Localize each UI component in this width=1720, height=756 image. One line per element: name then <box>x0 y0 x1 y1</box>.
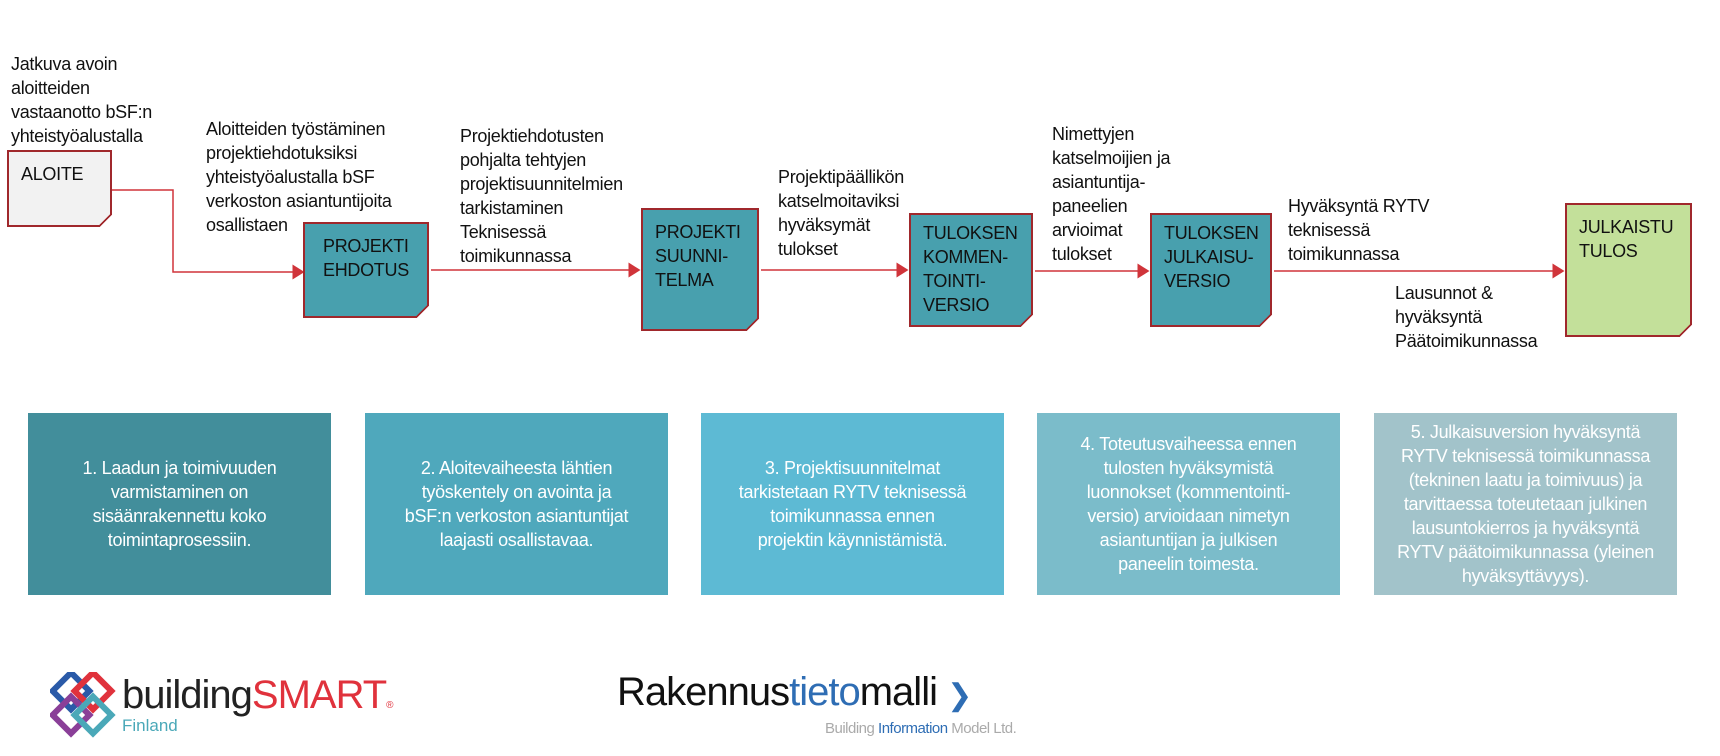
arrow-aloite-to-ehdotus <box>112 189 305 280</box>
label-board-approval: Lausunnot & hyväksyntä Päätoimikunnassa <box>1395 283 1538 351</box>
label-intake: Jatkuva avoin aloitteiden vastaanotto bS… <box>11 54 152 146</box>
logo-sub-model: Model Ltd. <box>947 720 1017 737</box>
step-label: JULKAISTU TULOS <box>1579 217 1674 261</box>
fold-edge <box>1019 313 1033 327</box>
fold-edge <box>98 213 112 227</box>
step-label: PROJEKTI SUUNNI- TELMA <box>655 222 741 290</box>
step-projekti-suunnitelma: PROJEKTI SUUNNI- TELMA <box>641 208 759 331</box>
chevron-right-icon: ❯ <box>947 679 972 712</box>
logo-text-rakennus: Rakennus <box>617 670 790 714</box>
registered-mark: ® <box>386 700 393 711</box>
buildingsmart-wordmark: buildingSMART® <box>122 672 394 729</box>
logo-text-tieto: tieto <box>789 670 861 714</box>
step-projekti-ehdotus: PROJEKTI EHDOTUS <box>303 222 429 318</box>
logo-subtitle: Building Information Model Ltd. <box>825 720 1017 737</box>
step-julkaistu-tulos: JULKAISTU TULOS <box>1565 203 1692 337</box>
principle-card-2: 2. Aloitevaiheesta lähtien työskentely o… <box>365 413 668 595</box>
label-to-plan: Projektiehdotusten pohjalta tehtyjen pro… <box>460 126 623 266</box>
label-technical-approval: Hyväksyntä RYTV teknisessä toimikunnassa <box>1288 196 1430 264</box>
logo-sub-information: Information <box>878 720 948 737</box>
step-label: TULOKSEN JULKAISU- VERSIO <box>1164 223 1259 291</box>
principle-card-3: 3. Projektisuunnitelmat tarkistetaan RYT… <box>701 413 1004 595</box>
buildingsmart-knot-icon <box>50 672 116 738</box>
principle-card-1: 1. Laadun ja toimivuuden varmistaminen o… <box>28 413 331 595</box>
logo-text-malli: malli <box>859 670 938 714</box>
fold-edge <box>745 317 759 331</box>
step-tuloksen-julkaisuversio: TULOKSEN JULKAISU- VERSIO <box>1150 213 1272 327</box>
logo-text-building: building <box>122 673 253 717</box>
principle-card-5: 5. Julkaisuversion hyväksyntä RYTV tekni… <box>1374 413 1677 595</box>
step-aloite: ALOITE <box>7 150 112 227</box>
principle-card-4: 4. Toteutusvaiheessa ennen tulosten hyvä… <box>1037 413 1340 595</box>
step-label: ALOITE <box>21 164 84 184</box>
rakennustietomalli-wordmark: Rakennustietomalli ❯ <box>617 670 1067 718</box>
rakennustietomalli-logo: Rakennustietomalli ❯ Building Informatio… <box>617 670 1067 750</box>
fold-edge <box>415 304 429 318</box>
logo-text-smart: SMART <box>251 673 387 717</box>
step-label: TULOKSEN KOMMEN- TOINTI- VERSIO <box>923 223 1018 315</box>
step-label: PROJEKTI EHDOTUS <box>323 236 409 280</box>
fold-edge <box>1678 323 1692 337</box>
label-to-proposal: Aloitteiden työstäminen projektiehdotuks… <box>206 119 392 235</box>
label-to-comment: Projektipäällikön katselmoitaviksi hyväk… <box>778 167 904 259</box>
step-tuloksen-kommentointiversio: TULOKSEN KOMMEN- TOINTI- VERSIO <box>909 213 1033 327</box>
logo-text-finland: Finland <box>122 716 178 735</box>
fold-edge <box>1258 313 1272 327</box>
buildingsmart-finland-logo: buildingSMART® Finland <box>50 672 450 744</box>
label-to-release: Nimettyjen katselmoijien ja asiantuntija… <box>1052 124 1171 264</box>
logo-sub-building: Building <box>825 720 879 737</box>
